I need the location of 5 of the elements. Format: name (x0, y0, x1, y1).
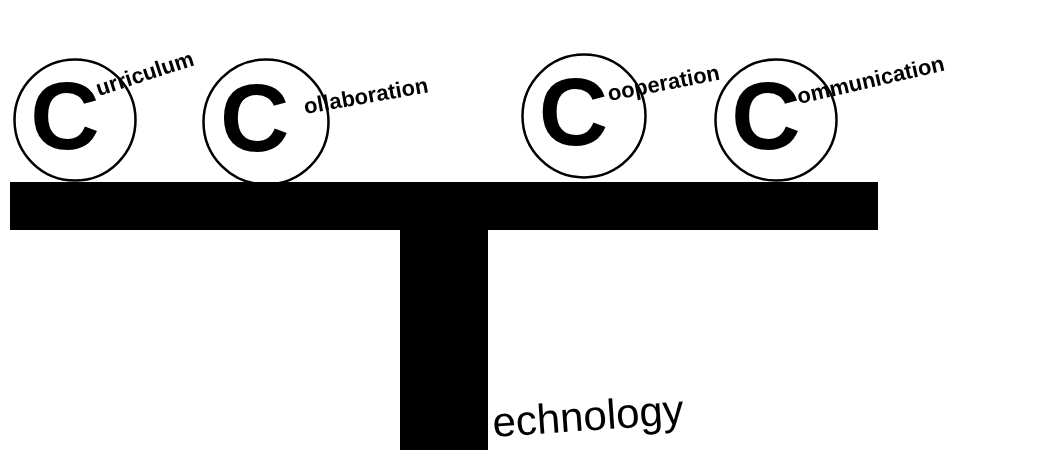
initial-letter: C (538, 64, 608, 160)
word-label: ollaboration (302, 74, 430, 118)
word-label: ooperation (605, 61, 722, 105)
initial-letter: C (219, 70, 290, 166)
word-label: echnology (491, 388, 685, 444)
